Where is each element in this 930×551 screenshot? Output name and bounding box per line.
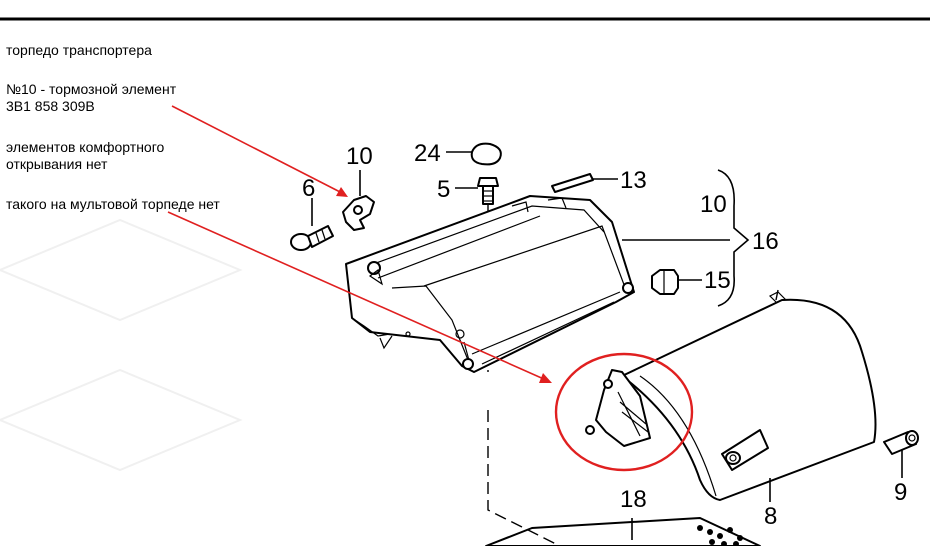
callout-10-group: 10 (700, 191, 727, 218)
callout-24: 24 (414, 140, 441, 167)
leader-lines (311, 151, 903, 540)
lid-hinge-bracket (585, 369, 651, 447)
part-6-screw (290, 225, 334, 251)
red-circle-highlight (554, 352, 694, 472)
part-13-pin (551, 173, 594, 193)
part-10-brake-element (342, 195, 375, 231)
red-arrowhead-to-hinge (539, 373, 552, 383)
callout-18: 18 (620, 486, 647, 513)
red-arrow-to-10 (171, 105, 345, 195)
note-comfort-line2: открывания нет (6, 156, 108, 172)
callout-13: 13 (620, 167, 647, 194)
red-annotations (167, 105, 694, 472)
callout-8: 8 (764, 503, 777, 530)
callout-5: 5 (437, 176, 450, 203)
part-24-clip (470, 142, 502, 166)
part-9-lamp (883, 430, 919, 455)
callout-10-brake: 10 (346, 143, 373, 170)
note-item10-line1: №10 - тормозной элемент (6, 81, 177, 97)
note-multivan: такого на мультовой торпеде нет (6, 196, 220, 212)
callout-9: 9 (894, 479, 907, 506)
part-8-glovebox-lid (621, 291, 877, 501)
part-18-lower-element (485, 517, 761, 547)
glovebox-housing (345, 195, 635, 373)
assembly-guides (487, 289, 779, 547)
note-comfort-line1: элементов комфортного (6, 139, 165, 155)
red-arrow-to-hinge (167, 211, 547, 381)
note-title: торпедо транспортера (6, 42, 152, 58)
callout-6: 6 (302, 175, 315, 202)
background-watermark (0, 218, 243, 472)
red-arrowhead-to-10 (336, 187, 348, 197)
note-item10-line2: 3B1 858 309B (6, 98, 95, 114)
callout-15: 15 (704, 267, 731, 294)
callout-16: 16 (752, 228, 779, 255)
part-15-bumper (651, 269, 679, 295)
